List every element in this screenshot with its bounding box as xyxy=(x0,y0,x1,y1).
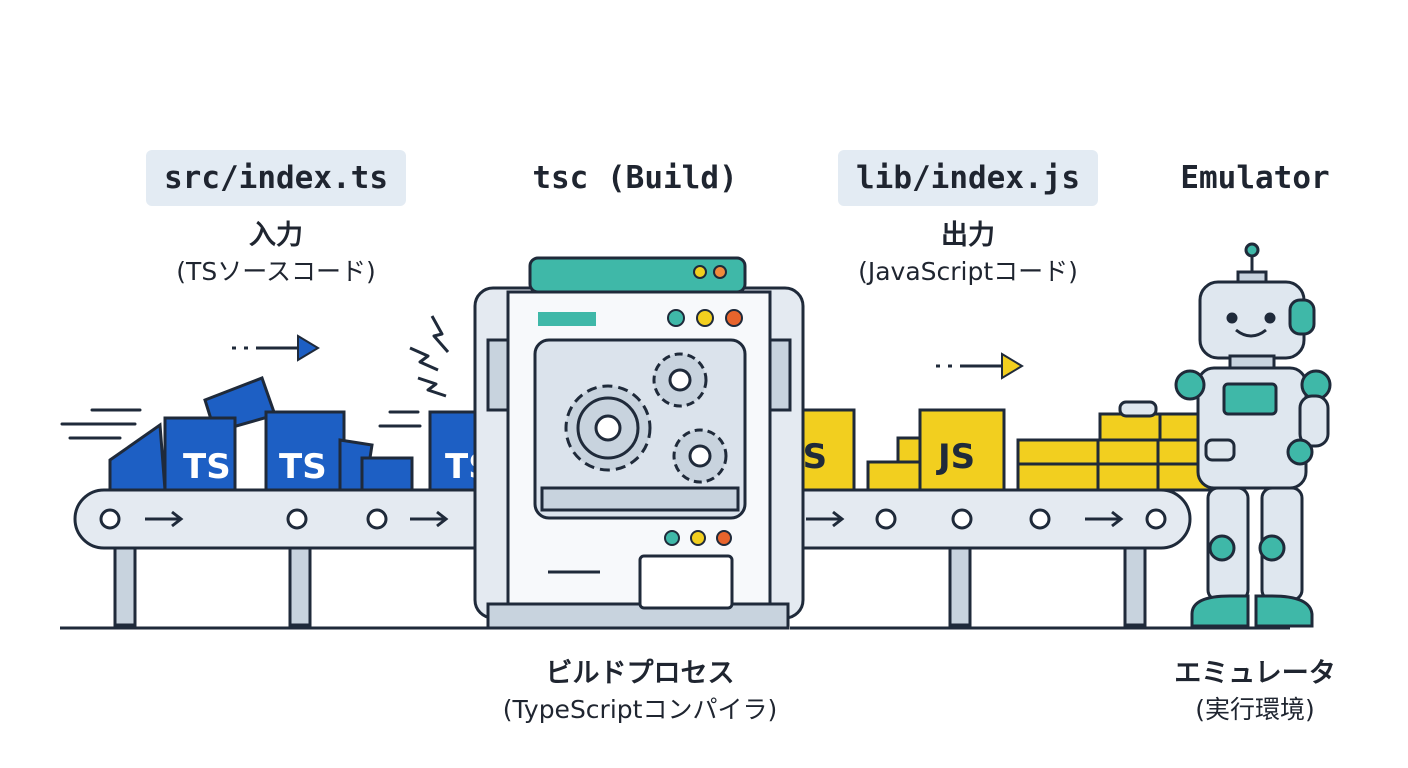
source-title: 入力 xyxy=(249,220,303,251)
emulator-robot xyxy=(1174,242,1332,628)
output-file-tag: lib/index.js xyxy=(838,150,1098,206)
output-title: 出力 xyxy=(941,220,995,251)
right-conveyor xyxy=(758,488,1192,627)
build-caption: ビルドプロセス (TypeScriptコンパイラ) xyxy=(460,656,820,728)
build-title: ビルドプロセス xyxy=(545,658,735,689)
speed-lines xyxy=(60,408,422,440)
output-file-label: lib/index.js xyxy=(856,160,1080,196)
runtime-title: エミュレータ xyxy=(1174,658,1336,689)
source-caption: 入力 (TSソースコード) xyxy=(126,218,426,290)
spark-icon xyxy=(409,315,450,398)
left-belt-arrows xyxy=(145,510,449,528)
runtime-heading: Emulator xyxy=(1180,160,1330,196)
build-heading: tsc (Build) xyxy=(532,160,738,196)
gear-icon xyxy=(564,352,728,484)
output-flow-arrow xyxy=(936,352,1024,380)
source-file-tag: src/index.ts xyxy=(146,150,406,206)
ts-label-2: TS xyxy=(279,447,327,487)
machine-display-bar xyxy=(538,312,596,326)
robot-hand xyxy=(1118,400,1158,418)
left-conveyor xyxy=(73,488,532,627)
build-subtitle: (TypeScriptコンパイラ) xyxy=(502,695,778,724)
ts-label-1: TS xyxy=(183,447,231,487)
js-brick-stack xyxy=(1016,412,1222,492)
output-subtitle: (JavaScriptコード) xyxy=(858,257,1078,286)
machine-indicator-lights xyxy=(664,265,743,546)
output-caption: 出力 (JavaScriptコード) xyxy=(818,218,1118,290)
source-subtitle: (TSソースコード) xyxy=(176,257,376,286)
source-file-label: src/index.ts xyxy=(164,160,388,196)
robot-face xyxy=(1226,312,1276,338)
input-flow-arrow xyxy=(232,334,320,362)
runtime-caption: エミュレータ (実行環境) xyxy=(1150,656,1360,728)
runtime-subtitle: (実行環境) xyxy=(1195,695,1315,724)
js-label-2: JS xyxy=(936,437,975,477)
right-belt-arrows xyxy=(806,510,1124,528)
